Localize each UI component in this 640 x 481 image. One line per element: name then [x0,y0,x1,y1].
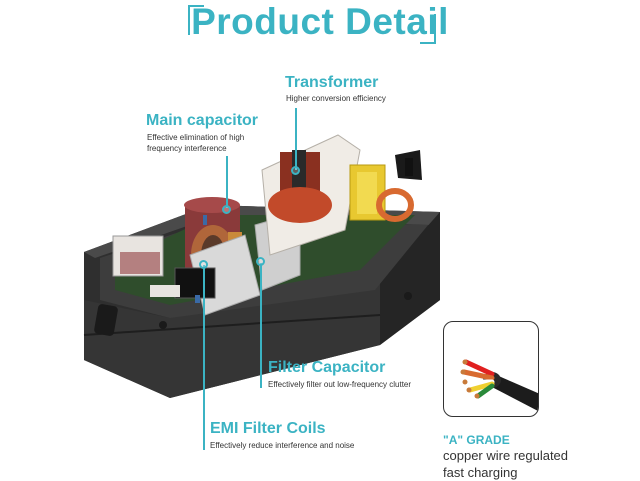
emi-filter-marker [199,260,208,269]
title-bracket-right [420,14,436,44]
main-capacitor-label: Main capacitor [146,112,259,129]
page-title: Product Detail [191,1,449,42]
copper-cable-illustration [460,359,538,411]
transformer-marker [291,166,300,175]
transformer-desc: Higher conversion efficiency [286,94,386,103]
case-port [94,304,118,336]
emi-filter-label: EMI Filter Coils [210,420,326,437]
emi-filter-desc: Effectively reduce interference and nois… [210,441,355,450]
cable-grade: "A" GRADE [443,433,510,447]
filter-capacitor-label: Filter Capacitor [268,359,386,376]
ring-coil [376,188,414,222]
chip [174,267,216,299]
filter-capacitor-marker [256,257,265,266]
filter-capacitor-leader [260,263,262,388]
transformer-leader [295,108,297,170]
case-front [84,280,380,398]
title-bracket-left [188,5,204,35]
main-capacitor-desc-line-2: frequency interference [147,144,227,153]
main-capacitor-desc: Effective elimination of high frequency … [147,132,244,154]
main-capacitor-leader [226,156,228,208]
cable-text-line-1: copper wire regulated [443,448,569,463]
main-capacitor-desc-line-1: Effective elimination of high [147,133,245,142]
case-end [380,212,440,345]
cable-text-line-2: fast charging [443,465,518,480]
cable-inset [443,321,539,417]
emi-filter-leader [203,265,205,450]
transformer-label: Transformer [285,74,379,91]
filter-capacitor-desc: Effectively filter out low-frequency clu… [268,380,412,389]
main-capacitor-marker [222,205,231,214]
